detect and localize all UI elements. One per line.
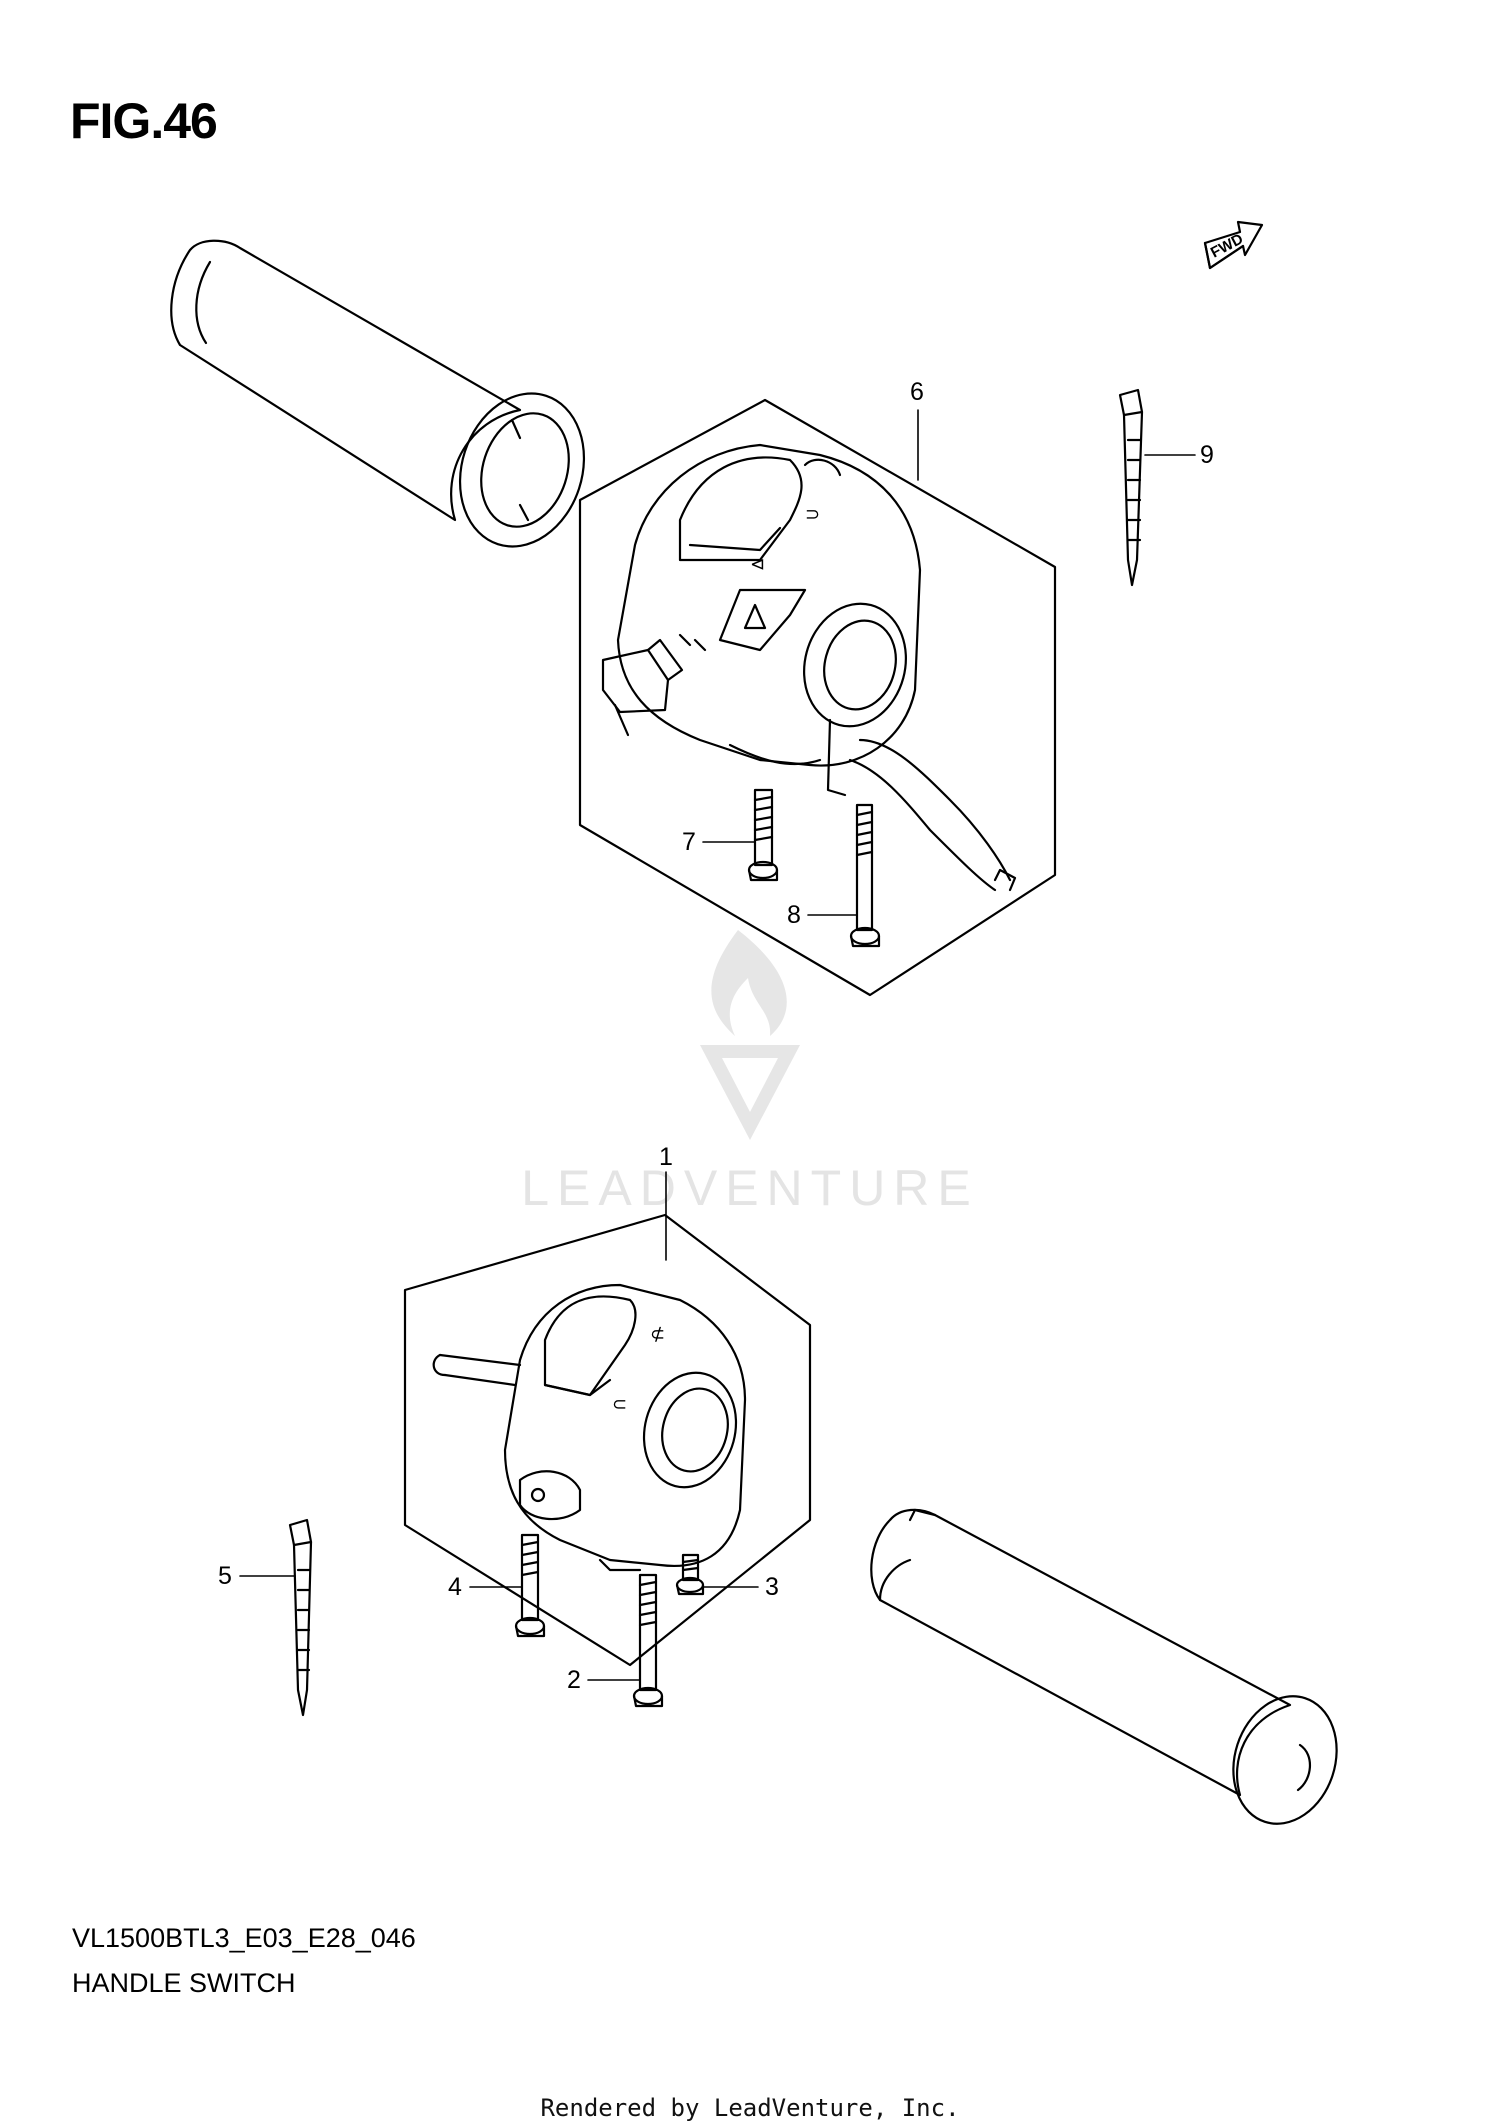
callout-3: 3 (702, 1573, 779, 1601)
left-switch-group-frame (578, 398, 1057, 997)
rendered-by-footer: Rendered by LeadVenture, Inc. (540, 2094, 960, 2122)
svg-text:1: 1 (659, 1143, 673, 1171)
callout-8: 8 (787, 901, 858, 929)
callout-7: 7 (682, 828, 756, 856)
left-handle-switch: ⊲ ⊃ (601, 443, 1017, 892)
model-code: VL1500BTL3_E03_E28_046 (72, 1923, 416, 1953)
section-name: HANDLE SWITCH (72, 1968, 296, 1998)
svg-text:⊂: ⊂ (612, 1394, 627, 1414)
screw-3 (675, 1553, 705, 1596)
svg-text:2: 2 (567, 1666, 581, 1694)
svg-text:⊃: ⊃ (805, 504, 820, 524)
leadventure-logo-icon (700, 930, 800, 1140)
right-switch-group-frame (403, 1213, 812, 1667)
screw-2 (632, 1573, 664, 1708)
callout-2: 2 (567, 1666, 641, 1694)
watermark-text: LEADVENTURE (521, 1160, 979, 1216)
svg-text:⊲: ⊲ (750, 554, 765, 574)
svg-text:6: 6 (910, 378, 924, 406)
callout-6: 6 (910, 378, 924, 481)
cable-tie-5 (288, 1518, 313, 1717)
svg-text:4: 4 (448, 1573, 462, 1601)
callout-9: 9 (1144, 441, 1214, 469)
svg-text:5: 5 (218, 1562, 232, 1590)
callout-4: 4 (448, 1573, 523, 1601)
callout-5: 5 (218, 1562, 296, 1590)
svg-text:7: 7 (682, 828, 696, 856)
cable-tie-9 (1118, 388, 1144, 587)
screw-4 (514, 1533, 546, 1638)
fwd-arrow-icon: FWD (1203, 220, 1264, 270)
svg-text:8: 8 (787, 901, 801, 929)
callout-1: 1 (659, 1143, 673, 1261)
figure-title: FIG.46 (70, 93, 218, 149)
svg-text:3: 3 (765, 1573, 779, 1601)
watermark: LEADVENTURE (521, 930, 979, 1216)
right-handle-switch: ⊄ ⊂ (432, 1283, 747, 1572)
svg-text:⊄: ⊄ (650, 1324, 665, 1344)
callouts: 6 9 7 8 1 5 4 3 (218, 378, 1214, 1694)
screw-8 (849, 803, 881, 948)
screw-7 (747, 788, 779, 882)
svg-text:9: 9 (1200, 441, 1214, 469)
left-handle-grip (170, 239, 586, 548)
right-handle-grip (870, 1508, 1338, 1825)
